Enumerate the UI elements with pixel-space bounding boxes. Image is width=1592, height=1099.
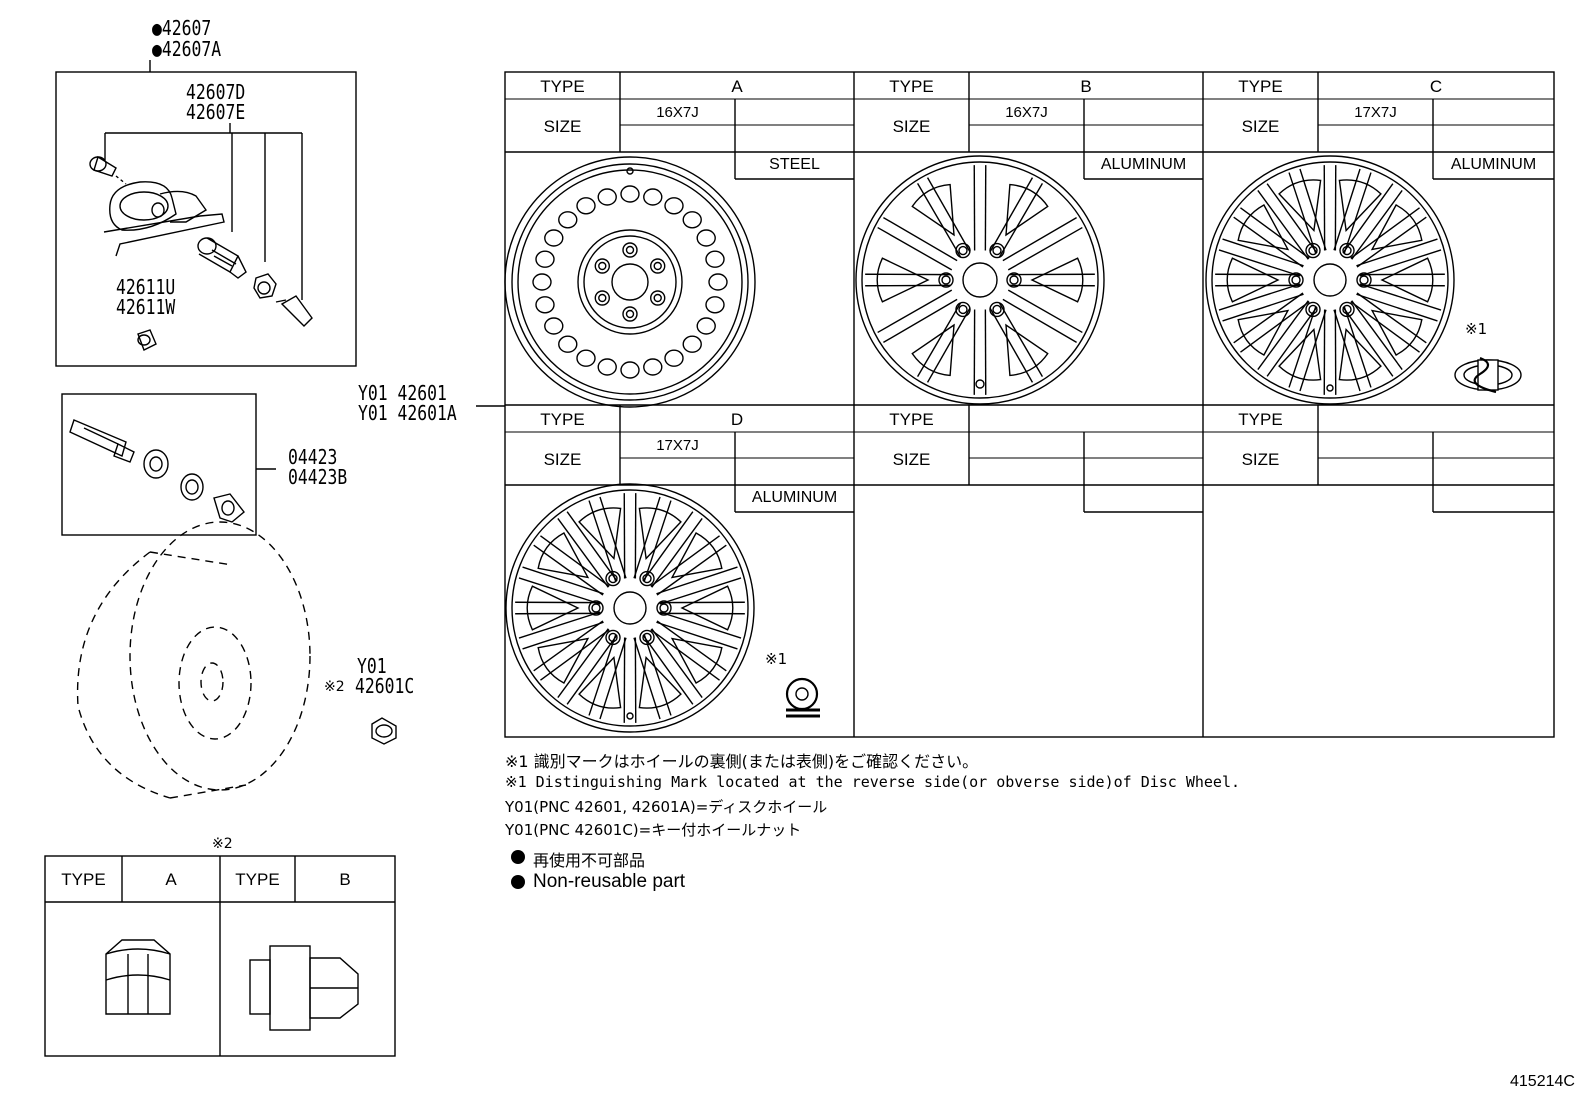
size-value: 17X7J <box>1354 104 1397 121</box>
type-value: A <box>731 77 743 96</box>
sensor-illustration <box>89 155 313 351</box>
wheel-b-alloy-drawing <box>855 155 1105 405</box>
valve-group-box <box>61 393 276 536</box>
wheel-d-alloy-drawing <box>505 483 755 733</box>
size-label: SIZE <box>1241 117 1280 136</box>
cell-grid <box>505 72 1554 180</box>
size-value: 16X7J <box>656 104 699 121</box>
nut-type-value: A <box>165 870 177 889</box>
type-label: TYPE <box>889 77 934 96</box>
material-value: ALUMINUM <box>1100 156 1187 173</box>
wheel-a-steel-drawing <box>504 156 756 408</box>
size-value: 17X7J <box>656 437 699 454</box>
type-value: D <box>730 410 744 429</box>
size-value: 16X7J <box>1005 104 1048 121</box>
type-label: TYPE <box>889 410 934 429</box>
note-en-mark: ※1 Distinguishing Mark located at the re… <box>505 773 1241 791</box>
type-value: B <box>1080 77 1092 96</box>
lock-nut-illustration <box>371 717 397 745</box>
wheel-table-grid <box>504 71 1555 738</box>
size-label: SIZE <box>892 450 931 469</box>
nut-table-grid <box>44 855 396 1057</box>
nut-type-label: TYPE <box>61 870 106 889</box>
id-mark-c-icon <box>1454 356 1522 394</box>
note-jp-mark: ※1 識別マークはホイールの裏側(または表側)をご確認ください。 <box>505 752 979 771</box>
type-value: C <box>1429 77 1443 96</box>
type-label: TYPE <box>540 410 585 429</box>
tire-outline <box>76 521 311 799</box>
type-label: TYPE <box>540 77 585 96</box>
note-y01-nut: Y01(PNC 42601C)=キー付ホイールナット <box>505 821 802 839</box>
wheel-callout-2: Y01 42601A <box>358 401 457 425</box>
type-label: TYPE <box>1238 410 1283 429</box>
nut-type-a-drawing <box>105 939 171 1015</box>
pn-42607a: ●42607A <box>152 37 222 61</box>
pn-42611u: 42611U <box>116 275 176 299</box>
nut-type-label: TYPE <box>235 870 280 889</box>
size-label: SIZE <box>543 117 582 136</box>
nut-table-mark: ※2 <box>212 836 233 852</box>
legend-en: Non-reusable part <box>533 871 686 892</box>
size-label: SIZE <box>1241 450 1280 469</box>
size-label: SIZE <box>543 450 582 469</box>
mark-note-c: ※1 <box>1465 320 1488 338</box>
pn-42607: ●42607 <box>152 16 212 40</box>
nut-type-b-drawing <box>249 945 359 1031</box>
mark-note-d: ※1 <box>765 650 788 668</box>
pn-42607d: 42607D <box>186 80 246 104</box>
pn-42601c: 42601C <box>355 674 415 698</box>
lock-nut-y01: Y01 <box>357 654 387 678</box>
lock-nut-mark: ※2 <box>324 679 345 695</box>
pn-42607e: 42607E <box>186 100 246 124</box>
legend-jp: 再使用不可部品 <box>533 851 646 870</box>
pn-04423: 04423 <box>288 445 338 469</box>
material-value: STEEL <box>769 156 820 173</box>
pn-04423b: 04423B <box>288 465 348 489</box>
nut-type-value: B <box>339 870 351 889</box>
id-mark-d-icon <box>785 677 820 718</box>
wheel-c-alloy-drawing <box>1205 155 1455 405</box>
pn-42611w: 42611W <box>116 295 176 319</box>
note-y01-wheel: Y01(PNC 42601, 42601A)=ディスクホイール <box>505 798 828 816</box>
cell-grid <box>505 405 1554 513</box>
figure-id: 415214C <box>1510 1073 1575 1090</box>
material-value: ALUMINUM <box>751 489 838 506</box>
type-label: TYPE <box>1238 77 1283 96</box>
legend-bullet-icon <box>511 875 525 889</box>
size-label: SIZE <box>892 117 931 136</box>
legend-bullet-icon <box>511 850 525 864</box>
sensor-group-box <box>55 60 357 367</box>
material-value: ALUMINUM <box>1450 156 1537 173</box>
wheel-callout-1: Y01 42601 <box>358 381 447 405</box>
